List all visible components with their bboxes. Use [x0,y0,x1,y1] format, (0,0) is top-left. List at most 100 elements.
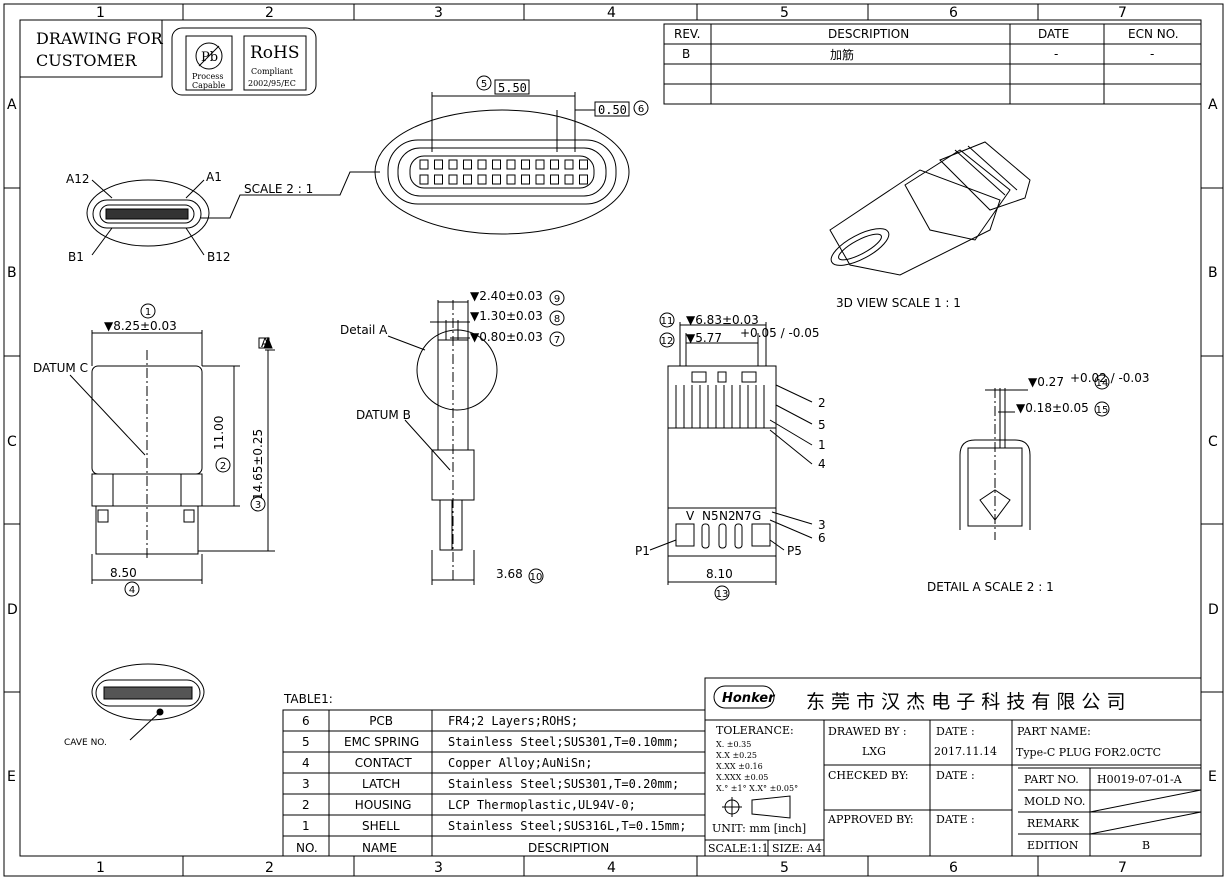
balloon-circle [476,75,492,91]
tolerance-line: X.° ±1° X.X° ±0.05° [716,784,798,793]
unit-label: UNIT: mm [inch] [712,822,806,835]
zone-col-top: 1 [96,5,105,21]
label-a1: A1 [206,170,222,184]
zone-col-bottom: 7 [1118,860,1127,876]
zone-col-top: 6 [949,5,958,21]
balloon-circle [1094,374,1110,390]
balloon-circle [549,331,565,347]
label-p5: P5 [787,544,802,558]
label-datum-b: DATUM B [356,408,411,422]
bom-header-name: NAME [362,841,397,855]
balloon-14: 14 [1096,378,1109,389]
balloon-circle [140,303,156,319]
label-3d-view: 3D VIEW SCALE 1 : 1 [836,296,961,310]
pin-bottom [564,174,574,185]
part-name-label: PART NAME: [1017,725,1091,738]
balloon-11: 11 [661,316,674,327]
detail-a-view: ▼0.27 +0.02 / -0.03 ▼0.18±0.05 DETAIL A … [927,371,1150,594]
label-b12: B12 [207,250,231,264]
pin-top [579,159,588,170]
customer-box: DRAWING FOR CUSTOMER [19,19,164,78]
balloon-circle [250,496,266,512]
bom-desc: LCP Thermoplastic,UL94V-0; [448,798,636,812]
balloon-circle [528,568,544,584]
callout-3: 3 [818,518,826,532]
pb-sub1: Process [192,72,223,81]
bom-name: SHELL [362,819,400,833]
zone-row-left: D [7,602,18,618]
title-block: Honker 东 莞 市 汉 杰 电 子 科 技 有 限 公 司 TOLERAN… [704,677,1202,857]
zone-col-bottom: 1 [96,860,105,876]
bom-no: 2 [302,798,310,812]
label-datum-a: A [261,336,270,350]
balloon-circle [1094,401,1110,417]
zone-col-bottom: 4 [607,860,616,876]
bom-desc: Stainless Steel;SUS301,T=0.20mm; [448,777,679,791]
zone-col-top: 2 [265,5,274,21]
pin-n2: N2 [719,509,736,523]
bom-desc: FR4;2 Layers;ROHS; [448,714,578,728]
dim-550: 5.50 [498,81,527,95]
pin-top [448,159,458,170]
dim-027: ▼0.27 [1028,375,1064,389]
company-logo: Honker [722,691,776,706]
bom-name: LATCH [362,777,400,791]
pin-top [492,159,501,170]
bom-name: HOUSING [355,798,412,812]
tolerance-line: X.X ±0.25 [716,751,757,760]
pin-bottom [521,174,530,185]
pin-bottom [550,174,559,185]
tolerance-title: TOLERANCE: [716,724,794,737]
balloon-13: 13 [716,589,729,600]
zone-col-top: 4 [607,5,616,21]
callout-4: 4 [818,457,826,471]
bom-no: 1 [302,819,310,833]
pin-bottom [492,174,501,185]
date-label-2: DATE : [936,769,975,782]
dim-1100: 11.00 [212,416,226,450]
tolerance-line: X.XXX ±0.05 [716,773,768,782]
dim-018: ▼0.18±0.05 [1016,401,1089,415]
balloon-10: 10 [530,572,543,583]
balloon-2: 2 [220,461,226,472]
dim-080: ▼0.80±0.03 [470,330,543,344]
zone-row-right: B [1208,265,1218,281]
balloon-circle [714,585,730,601]
balloon-circle [659,332,675,348]
pin-bottom [477,174,487,185]
bom-name: PCB [369,714,393,728]
remark-label: REMARK [1027,817,1080,830]
callout-6: 6 [818,531,826,545]
rev-row-rev: B [682,47,690,61]
label-p1: P1 [635,544,650,558]
scale-label: SCALE:1:1 [708,842,769,855]
dim-810: 8.10 [706,567,733,581]
zone-row-left: C [7,434,17,450]
label-detail-a: Detail A [340,323,388,337]
rohs-label: RoHS [250,43,300,63]
zone-col-bottom: 2 [265,860,274,876]
callout-2: 2 [818,396,826,410]
dim-577-tol: +0.05 / -0.05 [740,326,820,340]
rev-header-desc: DESCRIPTION [828,27,909,41]
balloon-circle [549,290,565,306]
pin-top [419,159,429,170]
zone-col-bottom: 5 [780,860,789,876]
drawer-name: LXG [862,745,886,758]
pin-top [434,159,443,170]
label-scale21: SCALE 2 : 1 [244,182,313,196]
pb-label: Pb [201,50,218,65]
balloon-15: 15 [1096,405,1109,416]
zone-row-left: E [7,769,16,785]
zone-col-top: 3 [434,5,443,21]
balloon-6: 6 [638,104,644,115]
pin-top [477,159,487,170]
date-label-1: DATE : [936,725,975,738]
pb-sub2: Capable [192,81,225,90]
edition-label: EDITION [1027,839,1079,852]
balloon-3: 3 [255,500,261,511]
pin-bottom [448,174,458,185]
bom-name: EMC SPRING [344,735,419,749]
